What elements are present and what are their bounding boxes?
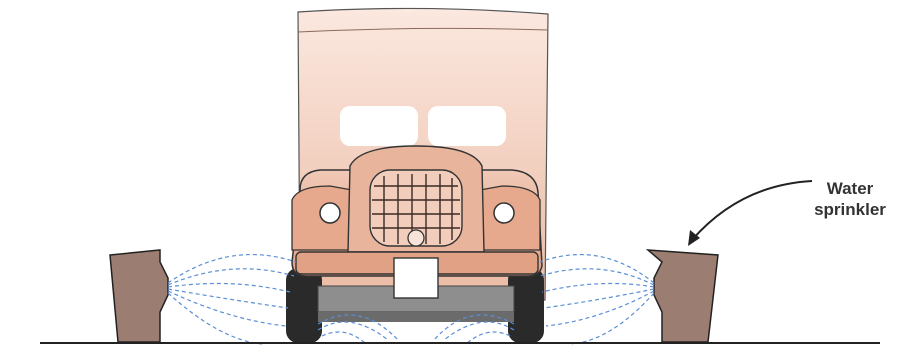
window-right <box>428 106 506 146</box>
callout-label: Water sprinkler <box>800 178 900 220</box>
hood-emblem <box>408 230 424 246</box>
license-plate <box>394 258 438 298</box>
window-left <box>340 106 418 146</box>
callout-line-2: sprinkler <box>800 199 900 220</box>
callout-line-1: Water <box>800 178 900 199</box>
tire-left <box>286 268 322 343</box>
curved-arrow-icon <box>692 181 812 240</box>
sprinkler-left <box>110 250 168 342</box>
axle-shadow <box>318 312 514 322</box>
sprinkler-right <box>648 250 718 342</box>
headlight-right <box>494 203 514 223</box>
headlight-left <box>320 203 340 223</box>
